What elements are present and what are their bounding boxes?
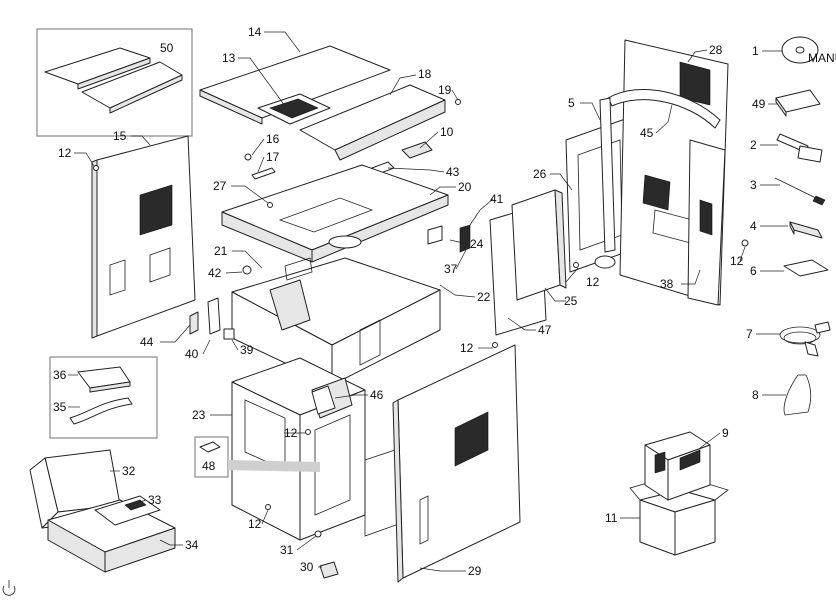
panel-25 xyxy=(511,189,567,301)
cup-grid-13 xyxy=(257,93,331,125)
label-22: 22 xyxy=(477,290,491,304)
label-41: 41 xyxy=(490,192,504,206)
label-12: 12 xyxy=(58,146,72,160)
label-32: 32 xyxy=(122,464,136,478)
side-panel-15 xyxy=(91,135,196,339)
accessory-4-tube xyxy=(789,221,823,239)
accessory-1-manual-cd: MANUAL xyxy=(781,36,836,65)
label-27: 27 xyxy=(213,179,227,193)
inset-box-35-36 xyxy=(49,356,158,439)
label-25: 25 xyxy=(564,294,578,308)
label-9: 9 xyxy=(722,426,729,440)
manual-text: MANUAL xyxy=(808,51,836,65)
label-17: 17 xyxy=(266,150,280,164)
accessory-2-scoop xyxy=(776,133,823,163)
label-14: 14 xyxy=(248,25,262,39)
label-8: 8 xyxy=(752,388,759,402)
label-24: 24 xyxy=(470,237,484,251)
label-37: 37 xyxy=(444,262,458,276)
label-40: 40 xyxy=(185,347,199,361)
accessory-3-brush xyxy=(774,177,826,206)
label-29: 29 xyxy=(468,564,482,578)
small-parts-bottom xyxy=(93,165,498,579)
label-42: 42 xyxy=(208,266,222,280)
label-46: 46 xyxy=(370,388,384,402)
leader-lines xyxy=(68,31,788,572)
label-12b: 12 xyxy=(284,426,298,440)
label-21: 21 xyxy=(214,244,228,258)
drip-tray-33-34 xyxy=(47,495,176,573)
label-39: 39 xyxy=(240,343,254,357)
label-12e: 12 xyxy=(586,275,600,289)
label-12c: 12 xyxy=(460,341,474,355)
label-16: 16 xyxy=(266,132,280,146)
top-cover-18 xyxy=(299,84,446,161)
label-31: 31 xyxy=(280,543,294,557)
top-lid-14 xyxy=(199,45,391,125)
label-43: 43 xyxy=(446,165,460,179)
label-48: 48 xyxy=(202,459,216,473)
label-11: 11 xyxy=(605,511,618,525)
back-strip-38 xyxy=(687,139,749,306)
lower-chassis-23 xyxy=(231,357,366,541)
mid-chassis-22 xyxy=(231,224,471,386)
label-13: 13 xyxy=(222,51,236,65)
accessory-7-power-cord xyxy=(779,321,831,357)
brew-unit-9 xyxy=(644,431,711,501)
label-45: 45 xyxy=(640,126,654,140)
accessory-49-booklets xyxy=(775,89,821,117)
label-44: 44 xyxy=(140,335,154,349)
label-5: 5 xyxy=(568,96,575,110)
front-panel-29 xyxy=(392,344,521,583)
label-1: 1 xyxy=(752,44,759,58)
label-7: 7 xyxy=(746,327,753,341)
label-50: 50 xyxy=(160,41,174,55)
label-10: 10 xyxy=(440,125,454,139)
accessory-8-clip xyxy=(783,374,812,416)
accessory-6-card xyxy=(783,259,829,277)
label-19: 19 xyxy=(438,83,452,97)
label-12d: 12 xyxy=(248,517,262,531)
label-20: 20 xyxy=(458,180,472,194)
label-18: 18 xyxy=(418,67,432,81)
label-26: 26 xyxy=(533,167,547,181)
label-38: 38 xyxy=(660,277,674,291)
label-28: 28 xyxy=(709,43,723,57)
label-12f: 12 xyxy=(730,254,744,268)
label-33: 33 xyxy=(148,493,162,507)
label-49: 49 xyxy=(752,97,766,111)
label-35: 35 xyxy=(53,400,67,414)
label-15: 15 xyxy=(113,129,127,143)
housing-top-20 xyxy=(221,164,449,263)
packaging-box-11 xyxy=(629,477,729,556)
part-number-labels: 50 14 13 18 19 15 12 16 17 10 43 27 20 4… xyxy=(53,25,766,578)
label-23: 23 xyxy=(192,408,206,422)
label-30: 30 xyxy=(300,560,314,574)
label-3: 3 xyxy=(750,178,757,192)
power-icon xyxy=(2,580,16,596)
label-36: 36 xyxy=(53,368,67,382)
handle-45 xyxy=(607,88,721,129)
label-2: 2 xyxy=(750,138,757,152)
inset-box-50 xyxy=(36,28,193,137)
label-4: 4 xyxy=(750,219,757,233)
label-6: 6 xyxy=(750,264,757,278)
side-strip-5 xyxy=(599,97,616,253)
label-34: 34 xyxy=(185,538,199,552)
label-card-48 xyxy=(194,436,320,478)
label-47: 47 xyxy=(538,323,552,337)
